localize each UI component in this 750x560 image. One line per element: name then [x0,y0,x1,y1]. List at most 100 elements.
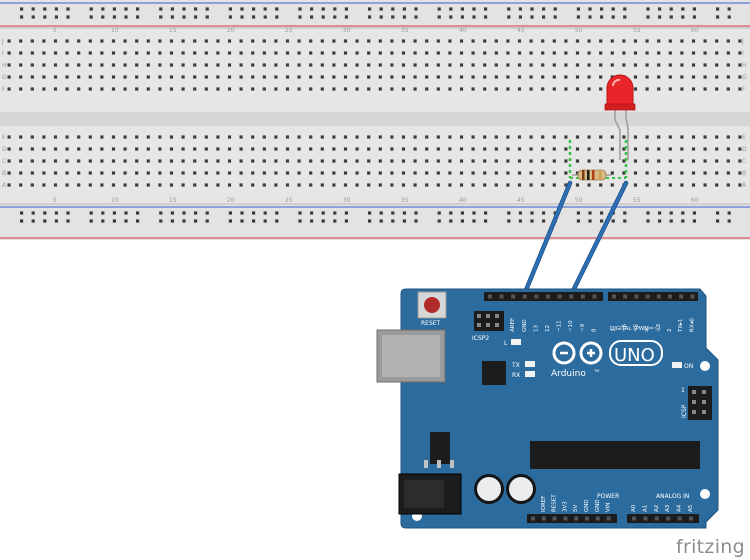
rail-hole [124,7,128,11]
breadboard-hole [715,87,719,91]
breadboard-hole [552,51,556,55]
breadboard-hole [169,39,174,43]
breadboard-hole [77,147,81,151]
breadboard-hole [42,171,46,175]
breadboard-hole [227,87,232,91]
breadboard-hole [169,51,174,55]
breadboard-hole [53,159,58,163]
breadboard-hole [135,87,139,91]
breadboard-hole [738,75,742,79]
breadboard-hole [715,159,719,163]
breadboard-hole [425,87,429,91]
uno-badge [609,340,663,366]
breadboard-hole [355,159,359,163]
breadboard-hole [100,183,104,187]
breadboard-hole [715,135,719,139]
breadboard-hole [158,87,162,91]
reset-button-cap[interactable] [424,297,440,313]
breadboard-hole [285,183,290,187]
rail-hole [136,219,140,223]
rail-hole [658,15,662,19]
breadboard-hole [30,51,34,55]
breadboard-hole [541,135,545,139]
breadboard-hole [726,135,730,139]
breadboard-hole [657,171,661,175]
breadboard-hole [355,171,359,175]
breadboard-hole [367,39,371,43]
rail-hole [31,7,35,11]
breadboard-hole [42,87,46,91]
mount-hole [700,361,710,371]
breadboard-hole [633,51,638,55]
breadboard-hole [622,171,626,175]
rail-hole [576,211,580,215]
rail-hole [507,219,511,223]
rail-hole [124,219,128,223]
breadboard-hole [633,183,638,187]
breadboard-hole [77,75,81,79]
breadboard-hole [7,159,11,163]
breadboard-hole [401,183,406,187]
row-label: B [2,170,6,177]
breadboard-hole [610,39,614,43]
breadboard-hole [680,51,684,55]
digital-pin-label: ~3 [656,323,662,332]
rail-hole [518,211,522,215]
column-label: 25 [285,197,293,204]
breadboard-hole [193,51,197,55]
breadboard-hole [7,39,11,43]
breadboard-hole [88,51,92,55]
breadboard-hole [517,183,522,187]
breadboard-hole [517,39,522,43]
breadboard-hole [610,159,614,163]
breadboard-hole [529,171,533,175]
rail-hole [553,7,557,11]
breadboard-hole [506,51,510,55]
breadboard-hole [251,147,255,151]
rail-hole [727,15,731,19]
breadboard-hole [541,183,545,187]
icsp-pin [692,390,696,394]
arduino-brand-label: Arduino [551,369,586,379]
breadboard-hole [285,171,290,175]
breadboard-hole [42,135,46,139]
rail-hole [252,7,256,11]
breadboard-hole [204,51,208,55]
header-pin [546,294,550,299]
breadboard-hole [703,39,707,43]
breadboard-hole [297,171,301,175]
breadboard-hole [158,51,162,55]
trademark-label: TM [593,369,599,373]
rail-hole [263,15,267,19]
rail-hole [54,15,58,19]
breadboard-hole [239,51,243,55]
breadboard-hole [42,75,46,79]
rail-hole [298,219,302,223]
breadboard-hole [494,183,498,187]
breadboard-hole [633,135,638,139]
breadboard-hole [541,63,545,67]
rail-hole [576,7,580,11]
breadboard-hole [378,171,382,175]
icsp2-pin [477,323,481,327]
analog-label: ANALOG IN [656,493,689,500]
breadboard-hole [30,63,34,67]
breadboard-hole [216,171,220,175]
rail-hole [43,211,47,215]
header-pin [634,294,639,299]
breadboard-hole [297,147,301,151]
breadboard-hole [65,171,69,175]
breadboard-hole [77,183,81,187]
breadboard-hole [285,75,290,79]
header-pin [656,294,661,299]
breadboard-hole [564,39,568,43]
rx-label: RX [512,372,520,379]
breadboard-hole [552,171,556,175]
breadboard-hole [77,87,81,91]
breadboard-hole [30,159,34,163]
breadboard-hole [738,147,742,151]
breadboard-hole [65,75,69,79]
breadboard-hole [587,75,591,79]
breadboard-hole [77,39,81,43]
header-pin [580,294,585,299]
